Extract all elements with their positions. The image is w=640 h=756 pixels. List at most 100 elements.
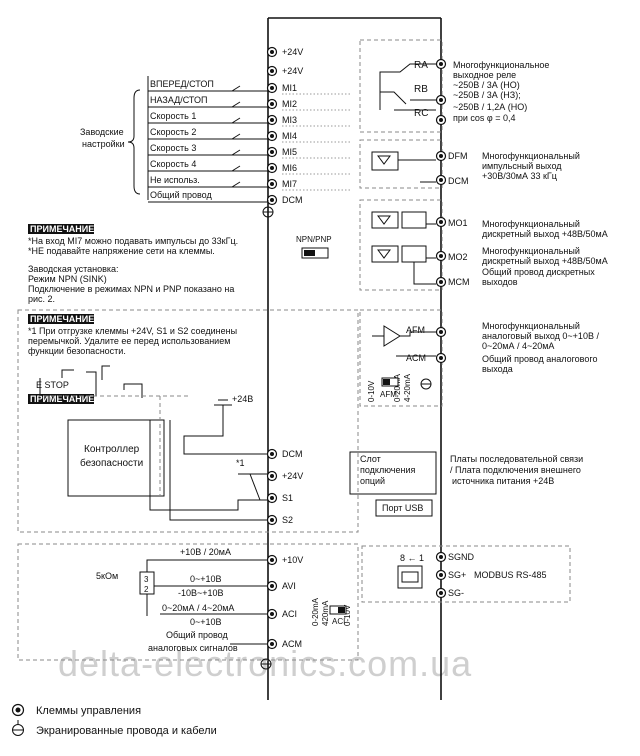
mo-section: MO1 MO2 MCM Многофункциональный дискретн… xyxy=(359,199,608,291)
aci-switch: 0-20mA 420mA 0-10V ACI xyxy=(311,597,352,626)
terminal-label: +24V xyxy=(282,66,303,76)
svg-text:функции безопасности.: функции безопасности. xyxy=(28,346,126,356)
svg-text:*1: *1 xyxy=(236,458,245,468)
svg-text:ПРИМЕЧАНИЕ: ПРИМЕЧАНИЕ xyxy=(30,314,94,324)
svg-text:Платы последовательной связи: Платы последовательной связи xyxy=(450,454,583,464)
svg-text:аналоговый выход 0~+10В /: аналоговый выход 0~+10В / xyxy=(482,331,599,341)
svg-text:Слот: Слот xyxy=(360,454,381,464)
svg-text:ПРИМЕЧАНИЕ: ПРИМЕЧАНИЕ xyxy=(30,394,94,404)
svg-text:RA: RA xyxy=(414,60,428,71)
svg-text:420mA: 420mA xyxy=(321,600,330,626)
svg-text:выходное реле: выходное реле xyxy=(453,70,516,80)
svg-text:AFM: AFM xyxy=(380,390,397,399)
analog-input-section: +10В / 20мА 5кОм 3 2 0~+10В -10В~+10В 0~… xyxy=(17,543,359,661)
svg-text:ACI: ACI xyxy=(332,617,345,626)
svg-text:S2: S2 xyxy=(282,515,293,525)
input-switch-list: ВПЕРЕД/СТОП НАЗАД/СТОП Скорость 1 Скорос… xyxy=(80,76,268,203)
svg-text:выхода: выхода xyxy=(482,364,513,374)
svg-text:дискретный выход +48В/50мА: дискретный выход +48В/50мА xyxy=(482,256,608,266)
input-label-fwd: ВПЕРЕД/СТОП xyxy=(150,79,214,89)
relay-section: RA RB RC Многофункциональное выходное ре… xyxy=(359,39,549,133)
svg-text:+24В: +24В xyxy=(232,394,253,404)
svg-text:SGND: SGND xyxy=(448,552,475,562)
svg-text:Многофункциональный: Многофункциональный xyxy=(482,321,580,331)
svg-text:+10V: +10V xyxy=(282,555,303,565)
terminal-label: DCM xyxy=(282,195,303,205)
svg-text:перемычкой. Удалите ее перед и: перемычкой. Удалите ее перед использован… xyxy=(28,336,230,346)
svg-text:+10В / 20мА: +10В / 20мА xyxy=(180,547,231,557)
terminal-label: MI2 xyxy=(282,99,297,109)
svg-text:8 ← 1: 8 ← 1 xyxy=(400,553,424,563)
svg-text:Многофункциональное: Многофункциональное xyxy=(453,60,549,70)
group-label: Заводские xyxy=(80,127,124,137)
svg-text:импульсный выход: импульсный выход xyxy=(482,161,562,171)
svg-text:Режим NPN (SINK): Режим NPN (SINK) xyxy=(28,274,107,284)
input-label-rev: НАЗАД/СТОП xyxy=(150,95,208,105)
svg-text:0-20mA: 0-20mA xyxy=(311,597,320,626)
svg-text:*1 При отгрузке клеммы +24V,: *1 При отгрузке клеммы +24V, S1 и S2 сое… xyxy=(28,326,237,336)
svg-text:NPN/PNP: NPN/PNP xyxy=(296,235,332,244)
svg-text:0-10V: 0-10V xyxy=(343,604,352,626)
svg-text:~250В / 3А (НО): ~250В / 3А (НО) xyxy=(453,80,520,90)
svg-text:S1: S1 xyxy=(282,493,293,503)
svg-text:0~20мА / 4~20мА: 0~20мА / 4~20мА xyxy=(162,603,234,613)
shield-icon xyxy=(262,200,274,218)
svg-text:Общий провод дискретных: Общий провод дискретных xyxy=(482,267,595,277)
svg-text:источника питания +24В: источника питания +24В xyxy=(452,476,554,486)
svg-text:*На вход MI7 можно подавать им: *На вход MI7 можно подавать импульсы до … xyxy=(28,236,238,246)
svg-text:-10В~+10В: -10В~+10В xyxy=(178,588,224,598)
group-label: настройки xyxy=(82,139,125,149)
input-label-s4: Скорость 4 xyxy=(150,159,196,169)
svg-text:3: 3 xyxy=(144,575,149,584)
svg-text:Общий провод аналогового: Общий провод аналогового xyxy=(482,354,597,364)
svg-text:Общий провод: Общий провод xyxy=(166,630,228,640)
svg-text:2: 2 xyxy=(144,585,149,594)
svg-text:+30В/30мА 33 кГц: +30В/30мА 33 кГц xyxy=(482,171,557,181)
svg-text:Клеммы управления: Клеммы управления xyxy=(36,705,141,717)
svg-text:~250В / 3А (НЗ);: ~250В / 3А (НЗ); xyxy=(453,90,521,100)
svg-text:0-20mA: 0-20mA xyxy=(393,373,402,402)
terminal-label: MI5 xyxy=(282,147,297,157)
svg-text:при cos φ = 0,4: при cos φ = 0,4 xyxy=(453,113,516,123)
svg-text:SG-: SG- xyxy=(448,588,464,598)
svg-text:рис. 2.: рис. 2. xyxy=(28,294,55,304)
svg-text:0~20мА / 4~20мА: 0~20мА / 4~20мА xyxy=(482,341,554,351)
input-label-s1: Скорость 1 xyxy=(150,111,196,121)
svg-text:выходов: выходов xyxy=(482,277,518,287)
svg-text:AFM: AFM xyxy=(406,325,425,335)
svg-text:опций: опций xyxy=(360,476,385,486)
svg-text:DCM: DCM xyxy=(282,449,303,459)
svg-text:*НЕ подавайте напряжение сети: *НЕ подавайте напряжение сети на клеммы. xyxy=(28,246,215,256)
safety-terminals: DCM +24V S1 S2 xyxy=(266,448,303,526)
analog-input-terminals: +10V AVI ACI ACM xyxy=(260,554,303,670)
svg-text:аналоговых сигналов: аналоговых сигналов xyxy=(148,643,238,653)
note-1: ПРИМЕЧАНИЕ *На вход MI7 можно подавать и… xyxy=(28,224,238,304)
svg-text:SG+: SG+ xyxy=(448,570,466,580)
estop-label: E STOP xyxy=(36,380,69,390)
svg-text:ACM: ACM xyxy=(406,353,426,363)
svg-text:подключения: подключения xyxy=(360,465,415,475)
svg-text:DCM: DCM xyxy=(448,176,469,186)
svg-text:Экранированные провода и кабел: Экранированные провода и кабели xyxy=(36,725,217,737)
svg-text:дискретный выход +48В/50мА: дискретный выход +48В/50мА xyxy=(482,229,608,239)
svg-text:Заводская установка:: Заводская установка: xyxy=(28,264,119,274)
svg-text:AVI: AVI xyxy=(282,581,296,591)
svg-text:Многофункциональный: Многофункциональный xyxy=(482,151,580,161)
svg-text:ACI: ACI xyxy=(282,609,297,619)
svg-text:MODBUS RS-485: MODBUS RS-485 xyxy=(474,570,547,580)
svg-text:MCM: MCM xyxy=(448,277,470,287)
svg-text:/ Плата подключения внешнего: / Плата подключения внешнего xyxy=(450,465,581,475)
npn-pnp-switch: NPN/PNP xyxy=(296,235,332,259)
svg-text:Многофункциональный: Многофункциональный xyxy=(482,246,580,256)
usb-port-label: Порт USB xyxy=(382,503,423,513)
terminal-label: MI1 xyxy=(282,83,297,93)
svg-text:~250В / 1,2А (НО): ~250В / 1,2А (НО) xyxy=(453,102,527,112)
safety-section: ПРИМЕЧАНИЕ *1 При отгрузке клеммы +24V, … xyxy=(17,309,359,533)
terminal-label: +24V xyxy=(282,47,303,57)
svg-text:+24V: +24V xyxy=(282,471,303,481)
svg-text:RB: RB xyxy=(414,84,428,95)
comm-slot: Слот подключения опций Порт USB Платы по… xyxy=(349,451,583,517)
svg-text:ПРИМЕЧАНИЕ: ПРИМЕЧАНИЕ xyxy=(30,224,94,234)
controller-label: Контроллер xyxy=(84,444,140,455)
svg-text:0-10V: 0-10V xyxy=(367,380,376,402)
